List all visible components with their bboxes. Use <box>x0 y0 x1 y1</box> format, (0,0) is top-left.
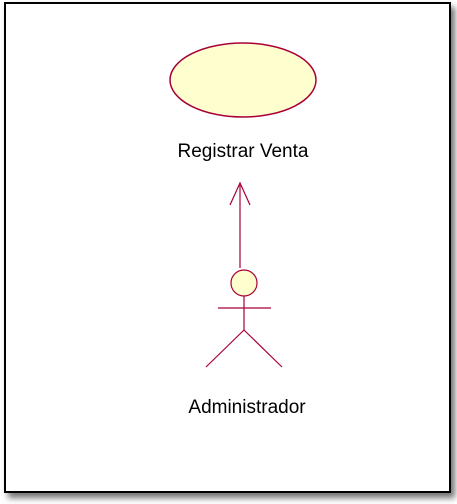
association-arrow[interactable] <box>229 181 251 268</box>
actor-label: Administrador <box>188 397 306 418</box>
actor-left-leg <box>205 329 245 368</box>
arrow-head <box>229 181 251 206</box>
use-case-ellipse[interactable] <box>169 42 317 118</box>
actor-head <box>230 269 258 297</box>
use-case-label: Registrar Venta <box>178 141 309 162</box>
actor-figure[interactable] <box>205 269 283 368</box>
actor-right-leg <box>243 329 283 368</box>
